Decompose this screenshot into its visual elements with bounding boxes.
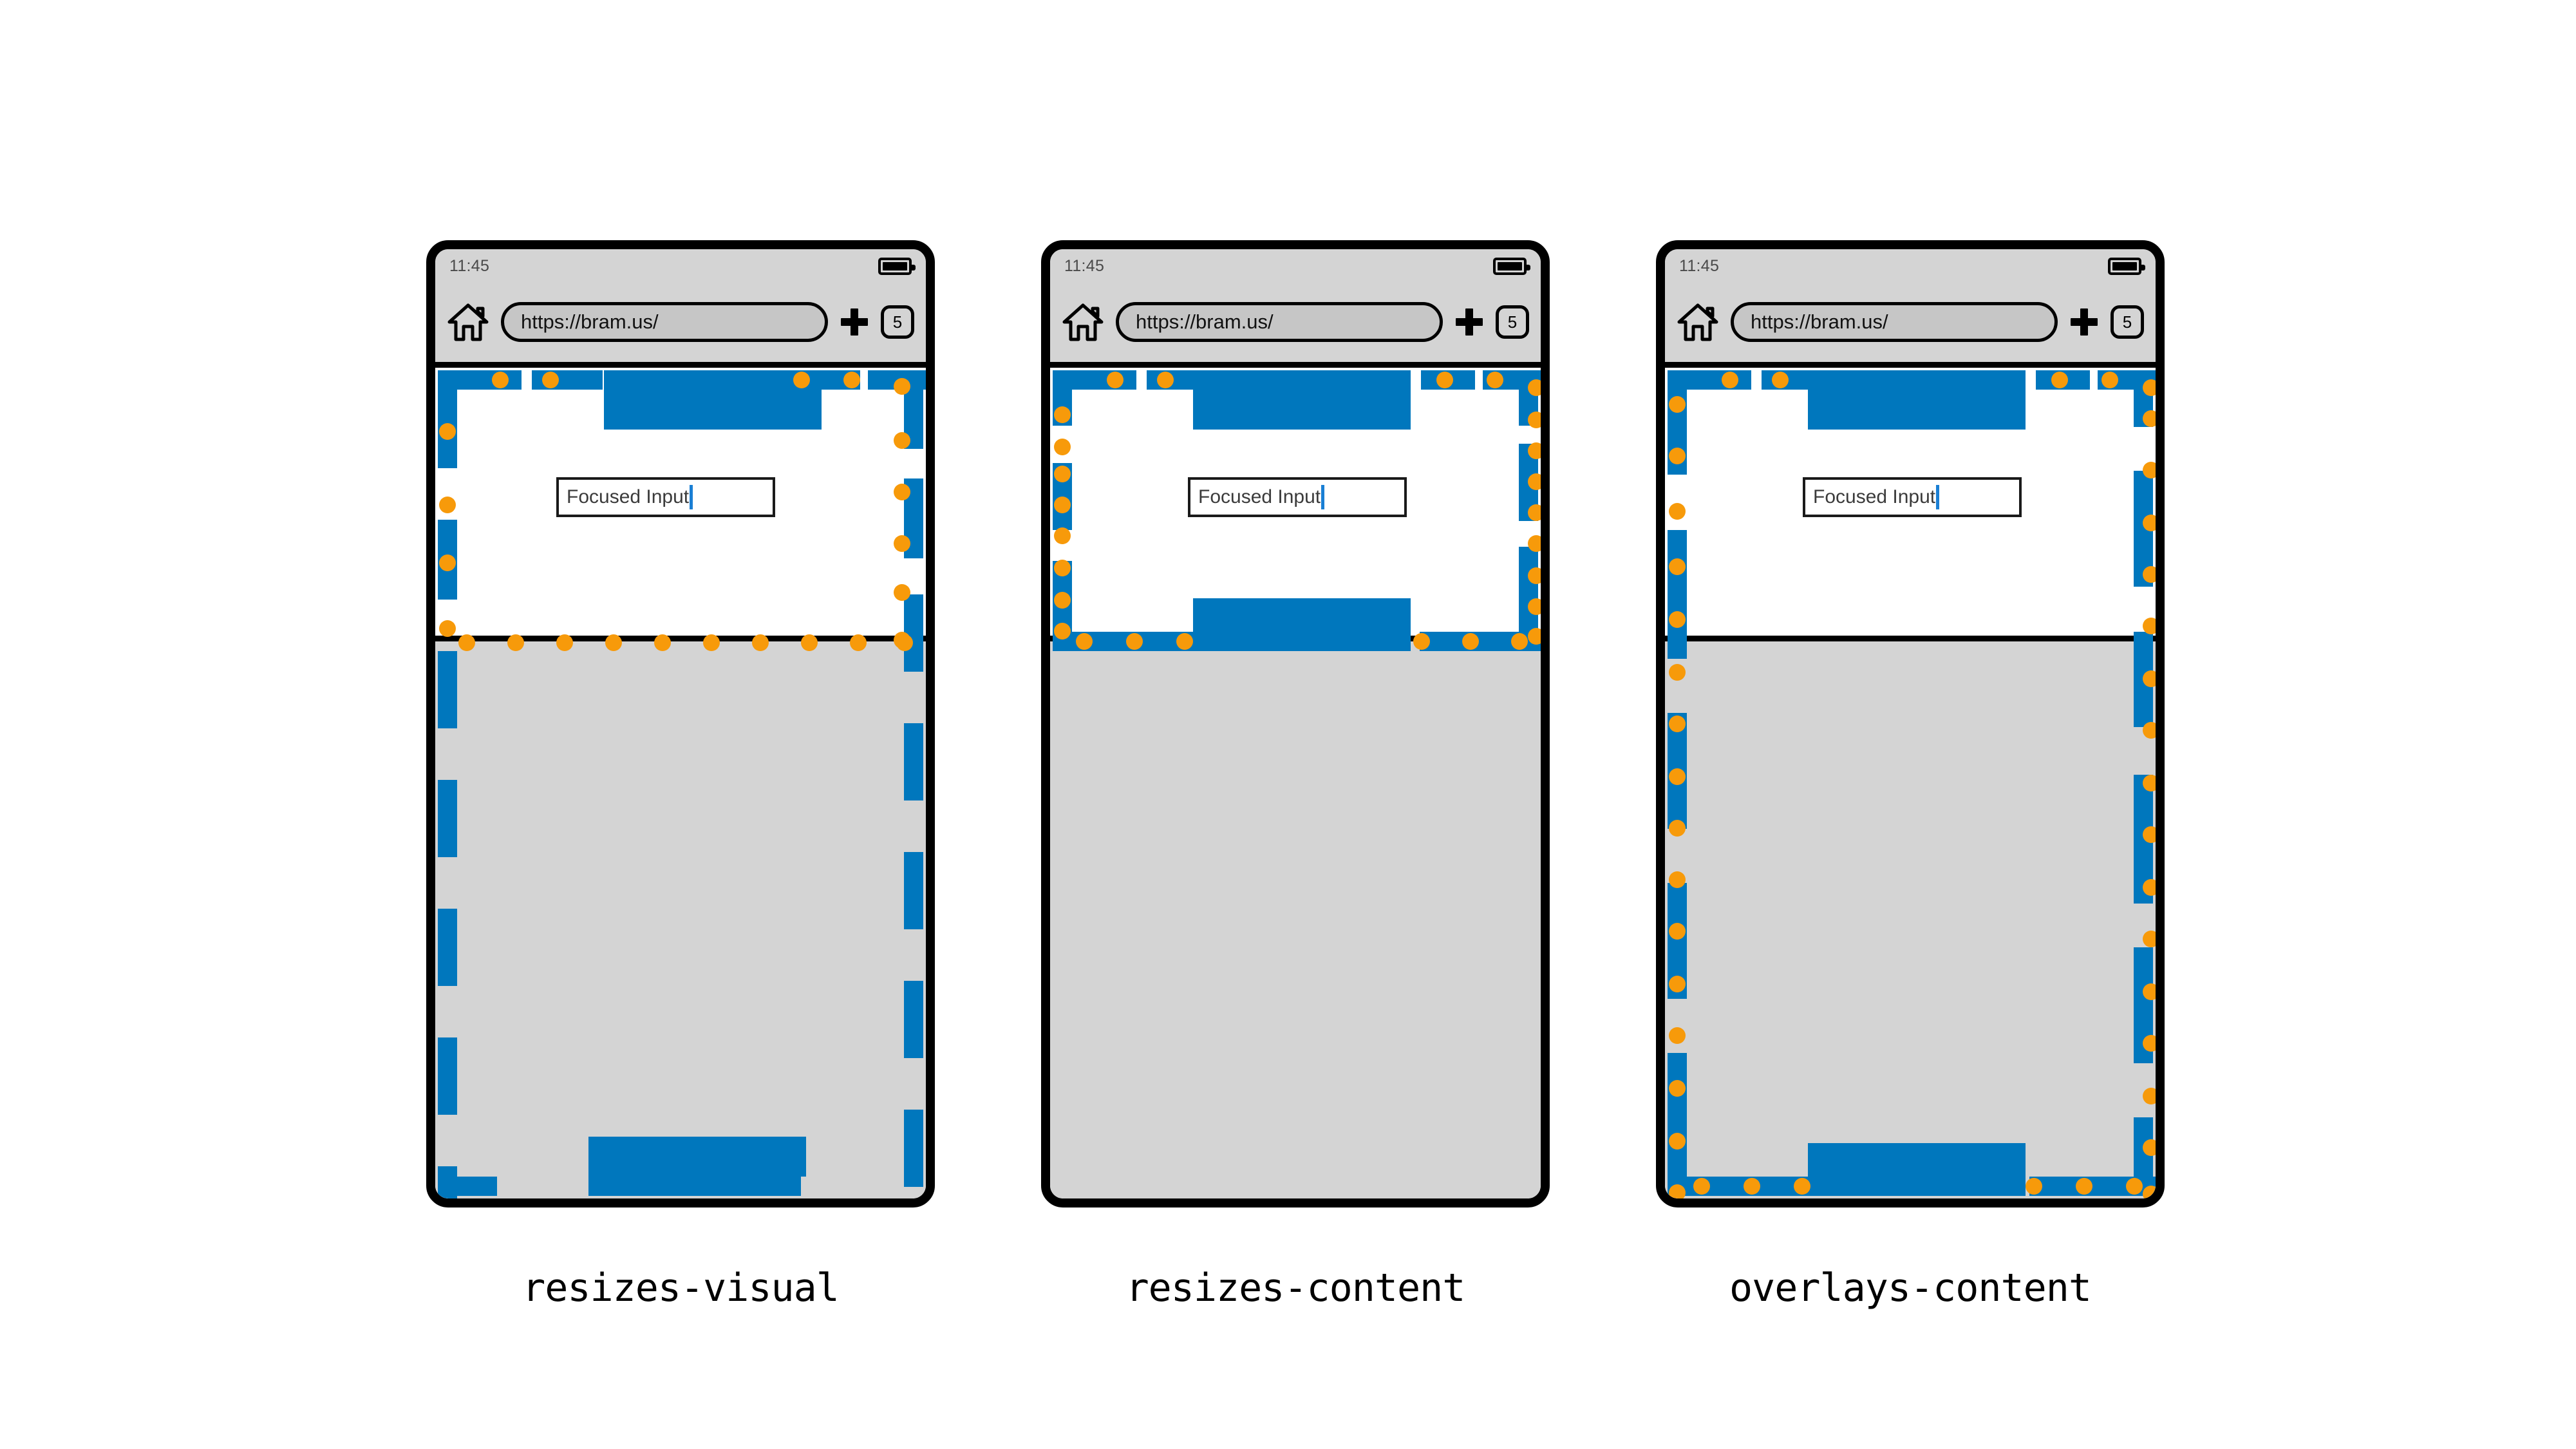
home-icon[interactable] xyxy=(447,302,489,342)
status-clock: 11:45 xyxy=(1064,256,1105,275)
tab-count-badge[interactable]: 5 xyxy=(2111,305,2144,339)
battery-full-icon xyxy=(2108,257,2145,275)
caption-overlays-content: overlays-content xyxy=(1729,1265,2092,1311)
caption-resizes-visual: resizes-visual xyxy=(522,1265,840,1311)
battery-full-icon xyxy=(1493,257,1530,275)
virtual-keyboard[interactable] xyxy=(435,636,926,1198)
plus-icon[interactable] xyxy=(841,308,868,336)
page-content-resizes-visual: Focused Input xyxy=(435,368,926,1198)
focused-input-value: Focused Input xyxy=(1198,486,1321,507)
address-bar[interactable]: https://bram.us/ xyxy=(501,302,828,342)
focused-input-value: Focused Input xyxy=(567,486,690,507)
phone-screen: 11:45 https://bram.us/ 5 xyxy=(435,249,926,1198)
tab-count-badge[interactable]: 5 xyxy=(881,305,914,339)
home-icon[interactable] xyxy=(1062,302,1104,342)
plus-icon[interactable] xyxy=(1456,308,1483,336)
focused-input[interactable]: Focused Input xyxy=(556,477,775,517)
browser-chrome: 11:45 https://bram.us/ 5 xyxy=(1665,249,2156,368)
address-bar[interactable]: https://bram.us/ xyxy=(1731,302,2058,342)
address-bar[interactable]: https://bram.us/ xyxy=(1116,302,1443,342)
plus-icon[interactable] xyxy=(2071,308,2098,336)
browser-chrome: 11:45 https://bram.us/ 5 xyxy=(1050,249,1541,368)
url-text: https://bram.us/ xyxy=(1136,310,1274,333)
focused-input[interactable]: Focused Input xyxy=(1803,477,2022,517)
browser-toolbar: https://bram.us/ 5 xyxy=(435,283,926,361)
phone-overlays-content: 11:45 https://bram.us/ 5 xyxy=(1656,240,2165,1208)
text-caret-icon xyxy=(1936,485,1940,509)
caption-resizes-content: resizes-content xyxy=(1125,1265,1466,1311)
tab-count-badge[interactable]: 5 xyxy=(1496,305,1529,339)
page-content-overlays-content: Focused Input xyxy=(1665,368,2156,1198)
phone-resizes-visual: 11:45 https://bram.us/ 5 xyxy=(426,240,935,1208)
focused-input[interactable]: Focused Input xyxy=(1188,477,1407,517)
phone-resizes-content: 11:45 https://bram.us/ 5 xyxy=(1041,240,1550,1208)
status-bar: 11:45 xyxy=(1665,249,2156,283)
text-caret-icon xyxy=(1321,485,1325,509)
browser-chrome: 11:45 https://bram.us/ 5 xyxy=(435,249,926,368)
status-bar: 11:45 xyxy=(1050,249,1541,283)
browser-toolbar: https://bram.us/ 5 xyxy=(1050,283,1541,361)
phone-screen: 11:45 https://bram.us/ 5 xyxy=(1665,249,2156,1198)
status-bar: 11:45 xyxy=(435,249,926,283)
page-content-resizes-content: Focused Input xyxy=(1050,368,1541,1198)
browser-toolbar: https://bram.us/ 5 xyxy=(1665,283,2156,361)
text-caret-icon xyxy=(690,485,693,509)
url-text: https://bram.us/ xyxy=(521,310,659,333)
url-text: https://bram.us/ xyxy=(1751,310,1888,333)
virtual-keyboard[interactable] xyxy=(1050,636,1541,1198)
phone-screen: 11:45 https://bram.us/ 5 xyxy=(1050,249,1541,1198)
status-clock: 11:45 xyxy=(1679,256,1720,275)
home-icon[interactable] xyxy=(1677,302,1719,342)
virtual-keyboard[interactable] xyxy=(1665,636,2156,1198)
focused-input-value: Focused Input xyxy=(1813,486,1936,507)
battery-full-icon xyxy=(878,257,916,275)
status-clock: 11:45 xyxy=(449,256,490,275)
